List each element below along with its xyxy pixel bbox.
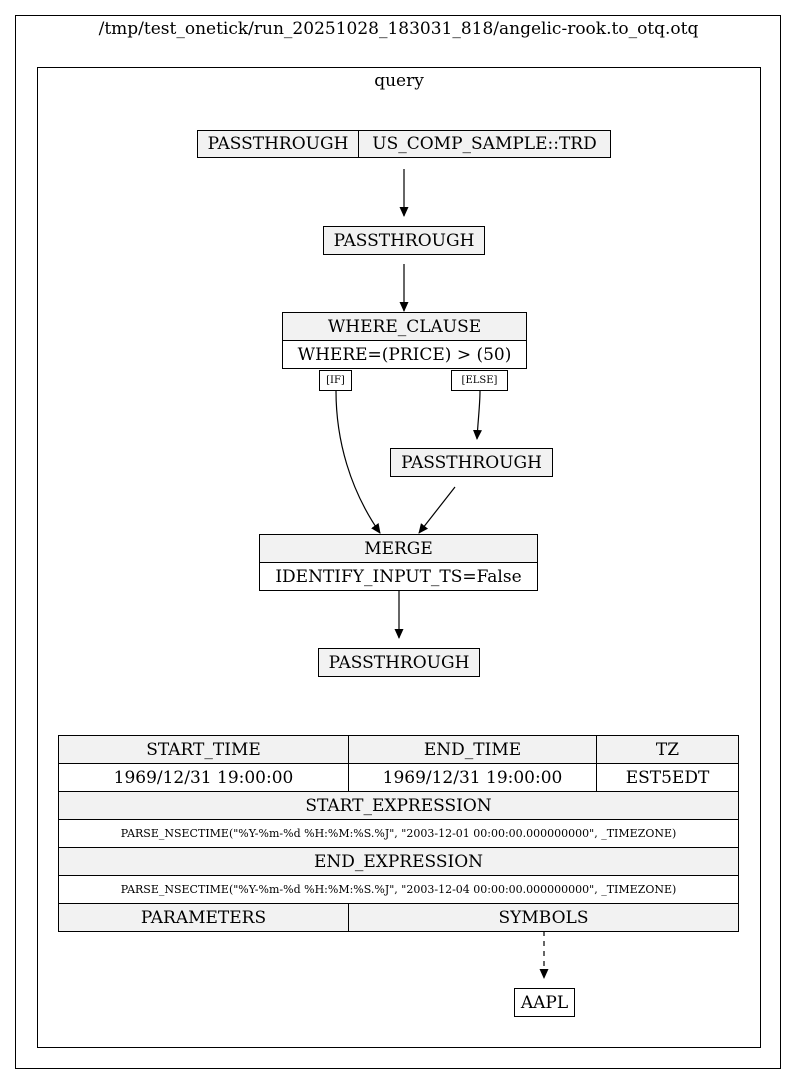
- node-where-param[interactable]: WHERE=(PRICE) > (50): [282, 340, 527, 369]
- start-expression-value: PARSE_NSECTIME("%Y-%m-%d %H:%M:%S.%J", "…: [58, 819, 739, 848]
- header-tz: TZ: [596, 735, 739, 764]
- symbols-header: SYMBOLS: [348, 903, 739, 932]
- value-end-time: 1969/12/31 19:00:00: [348, 763, 597, 792]
- file-frame: [15, 15, 781, 1069]
- node-source-param[interactable]: US_COMP_SAMPLE::TRD: [358, 130, 611, 158]
- header-start-time: START_TIME: [58, 735, 349, 764]
- query-label: query: [374, 71, 424, 91]
- node-passthrough-1[interactable]: PASSTHROUGH: [323, 226, 485, 255]
- tag-else: [ELSE]: [451, 370, 508, 391]
- tag-if: [IF]: [319, 370, 352, 391]
- value-tz: EST5EDT: [596, 763, 739, 792]
- symbol-aapl[interactable]: AAPL: [514, 988, 575, 1017]
- parameters-header: PARAMETERS: [58, 903, 349, 932]
- edge-where-if-to-merge: [335, 390, 381, 534]
- header-end-time: END_TIME: [348, 735, 597, 764]
- end-expression-value: PARSE_NSECTIME("%Y-%m-%d %H:%M:%S.%J", "…: [58, 875, 739, 904]
- query-frame: [37, 67, 761, 1048]
- node-passthrough-else[interactable]: PASSTHROUGH: [390, 448, 553, 477]
- node-where-op[interactable]: WHERE_CLAUSE: [282, 312, 527, 341]
- node-source-op[interactable]: PASSTHROUGH: [197, 130, 359, 158]
- edge-where-else-to-pass: [472, 390, 482, 440]
- start-expression-label: START_EXPRESSION: [58, 791, 739, 820]
- end-expression-label: END_EXPRESSION: [58, 847, 739, 876]
- node-passthrough-final[interactable]: PASSTHROUGH: [318, 648, 480, 677]
- edge-pass-else-to-merge: [418, 486, 456, 534]
- node-merge-param[interactable]: IDENTIFY_INPUT_TS=False: [259, 562, 538, 591]
- node-merge-op[interactable]: MERGE: [259, 534, 538, 563]
- value-start-time: 1969/12/31 19:00:00: [58, 763, 349, 792]
- file-title: /tmp/test_onetick/run_20251028_183031_81…: [98, 19, 699, 39]
